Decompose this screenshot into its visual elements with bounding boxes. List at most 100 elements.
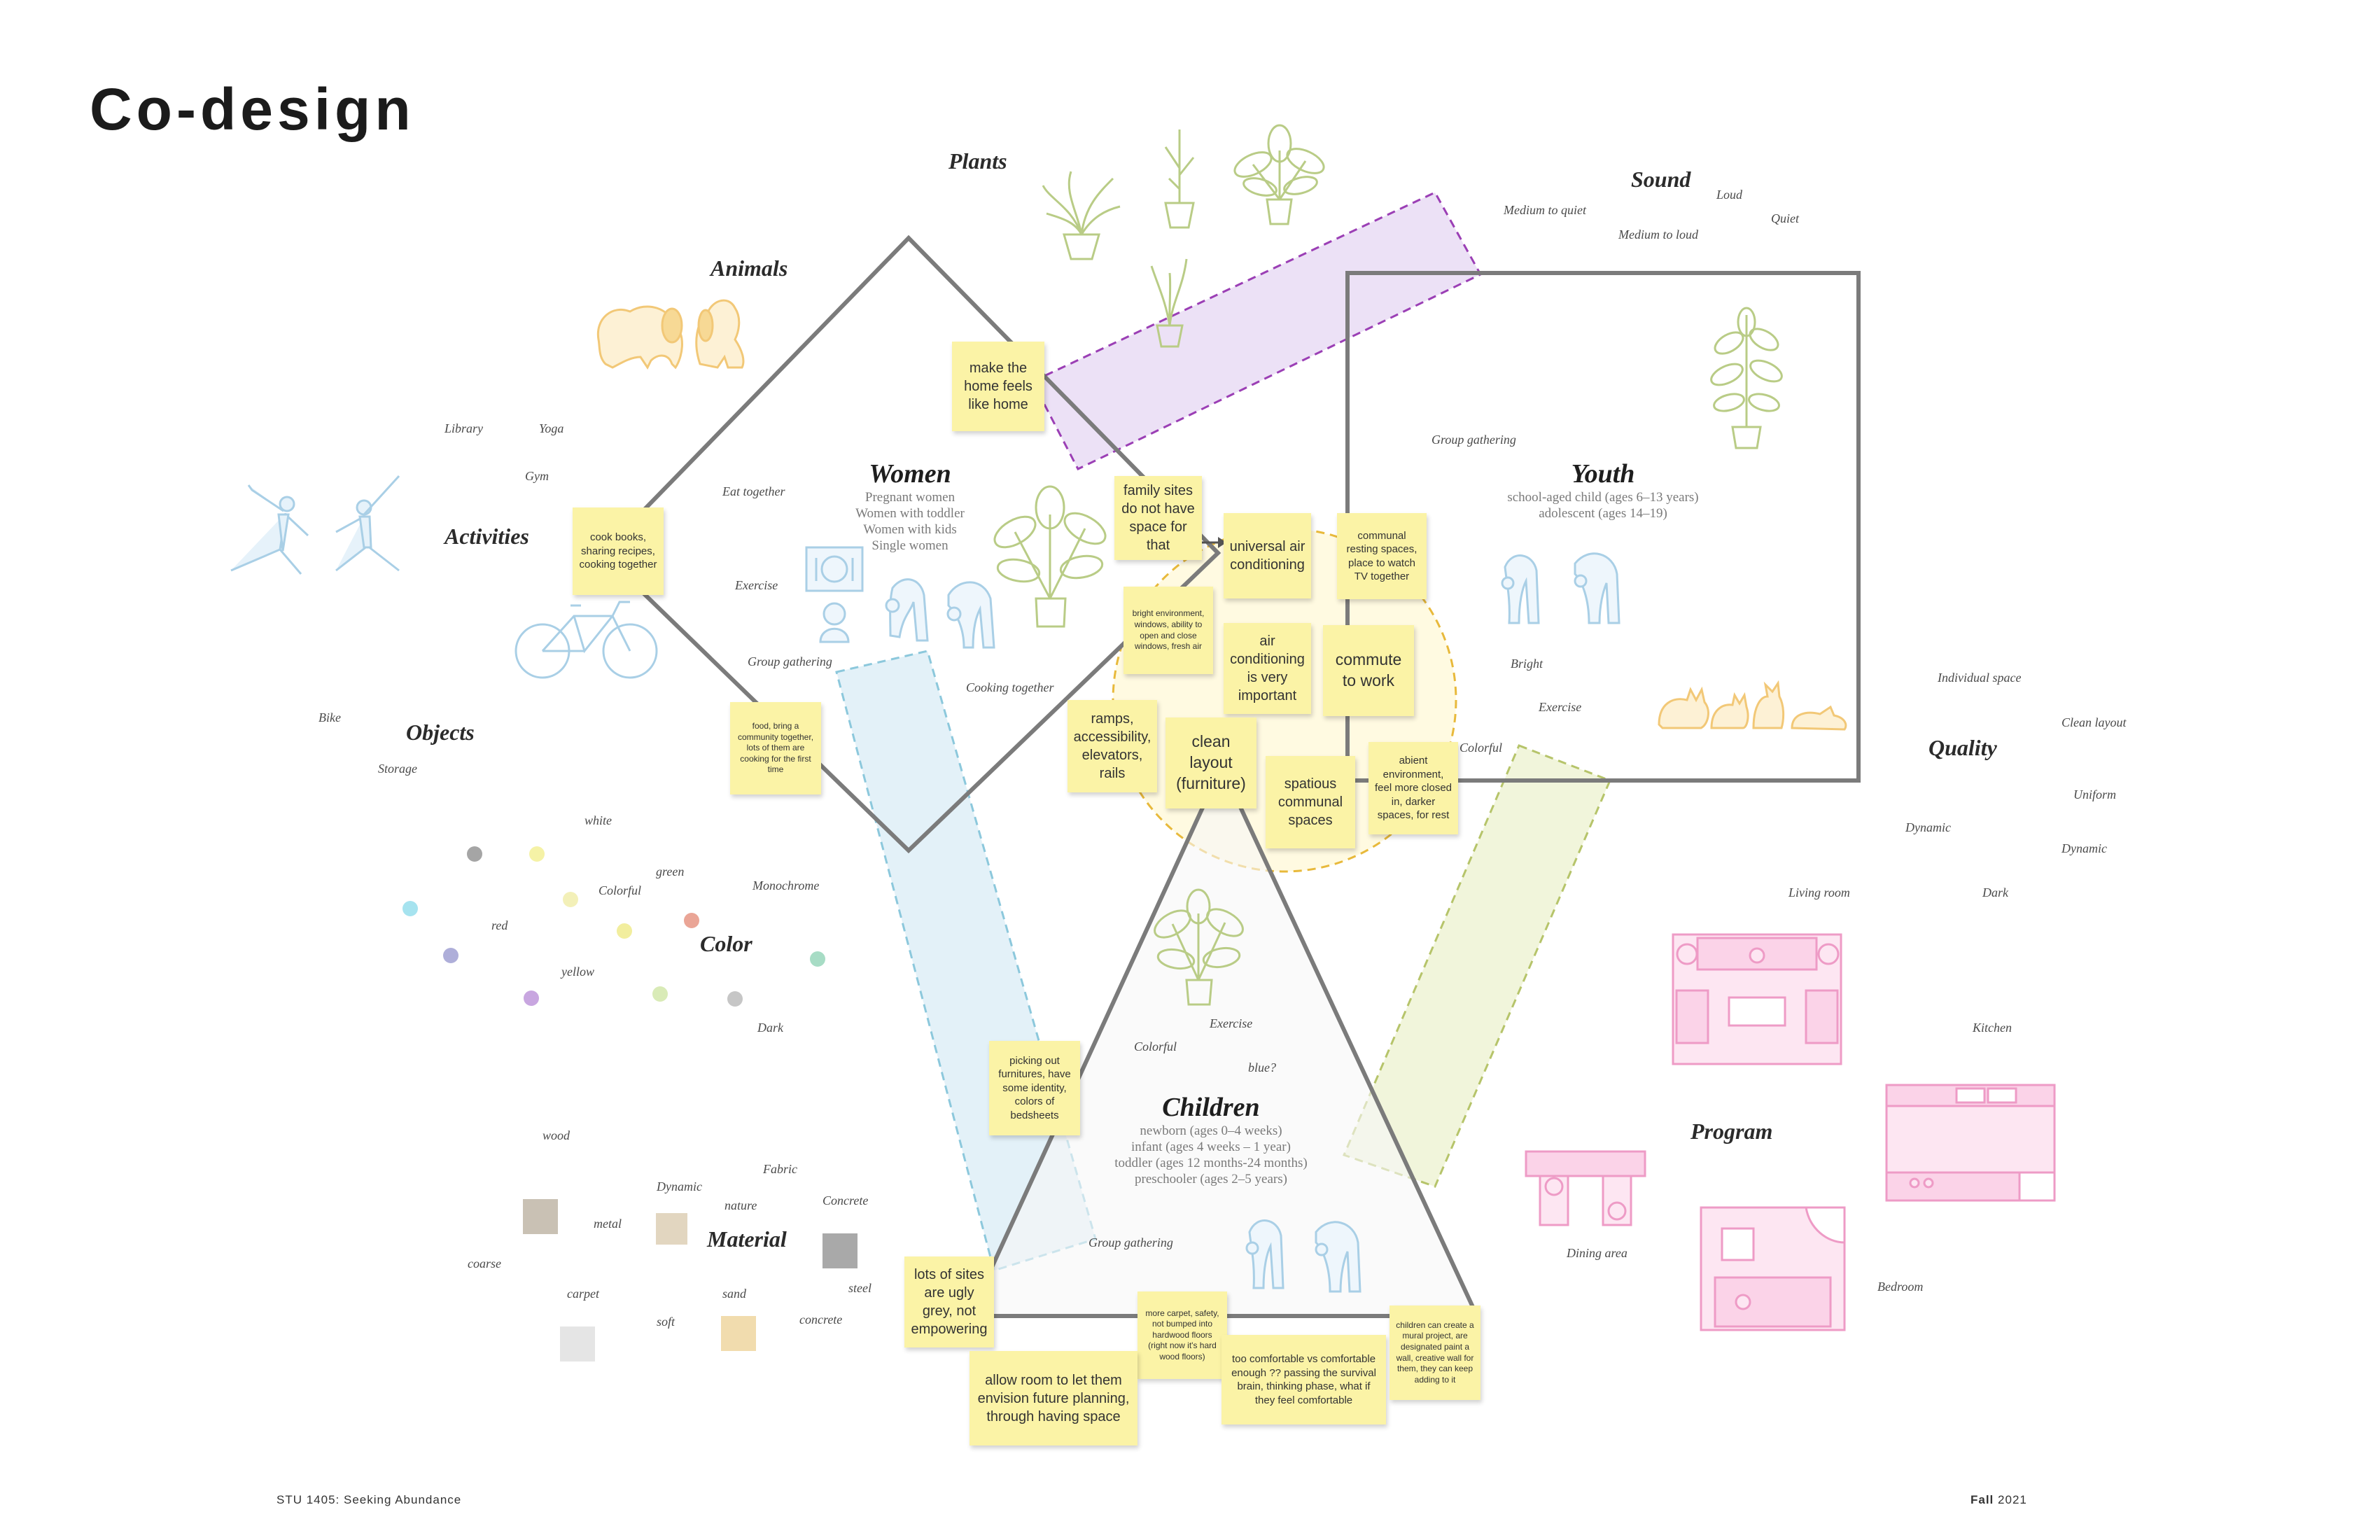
category-objects: Objects — [406, 720, 475, 745]
material-swatch-icon — [721, 1316, 756, 1351]
sticky-note: make the home feels like home — [952, 342, 1044, 431]
group-youth: Youth school-aged child (ages 6–13 years… — [1477, 458, 1729, 522]
label-steel: steel — [848, 1281, 872, 1295]
sticky-note: cook books, sharing recipes, cooking tog… — [573, 507, 664, 595]
plant-icon — [1164, 130, 1195, 229]
dog-icon — [596, 305, 683, 370]
dining-table-icon — [1525, 1150, 1646, 1226]
category-quality: Quality — [1928, 735, 1997, 760]
plant-icon — [1042, 171, 1121, 260]
label-youth-colorful: Colorful — [1460, 741, 1503, 755]
stretch-person-icon — [946, 581, 995, 649]
label-uniform: Uniform — [2073, 788, 2117, 802]
label-wood: wood — [542, 1128, 570, 1142]
category-program: Program — [1690, 1119, 1773, 1144]
sticky-note: family sites do not have space for that — [1114, 476, 1202, 560]
label-library: Library — [444, 421, 484, 435]
sticky-note: children can create a mural project, are… — [1390, 1306, 1480, 1400]
label-individual-space: Individual space — [1938, 671, 2022, 685]
category-plants: Plants — [948, 148, 1007, 174]
sticky-note: food, bring a community together, lots o… — [730, 702, 821, 794]
footer-term-season: Fall — [1970, 1493, 1994, 1506]
label-green: green — [656, 864, 685, 878]
label-sound-quiet: Quiet — [1771, 211, 1799, 225]
label-red: red — [491, 918, 508, 932]
footer-course: STU 1405: Seeking Abundance — [276, 1493, 462, 1506]
plant-icon — [1710, 307, 1783, 449]
group-youth-title: Youth — [1571, 459, 1635, 489]
color-swatches — [402, 846, 825, 1007]
stretch-person-icon — [1245, 1219, 1284, 1289]
group-women: Women Pregnant women Women with toddler … — [798, 458, 1022, 554]
label-gym: Gym — [525, 469, 549, 483]
group-women-line: Women with kids — [863, 522, 957, 537]
stretch-person-icon — [885, 578, 929, 642]
material-swatch-icon — [560, 1326, 595, 1362]
plant-icon — [1233, 124, 1325, 225]
label-dynamic: Dynamic — [1905, 820, 1951, 834]
sticky-note: air conditioning is very important — [1224, 623, 1311, 714]
category-material: Material — [707, 1226, 787, 1252]
sticky-note: universal air conditioning — [1224, 513, 1311, 598]
label-dark: Dark — [757, 1021, 783, 1035]
label-concrete: Concrete — [822, 1194, 869, 1208]
label-storage: Storage — [378, 762, 417, 776]
group-children-line: toddler (ages 12 months-24 months) — [1114, 1156, 1308, 1170]
group-youth-line: adolescent (ages 14–19) — [1539, 506, 1667, 521]
stretch-person-icon — [1501, 554, 1540, 624]
group-children-line: preschooler (ages 2–5 years) — [1135, 1172, 1287, 1186]
dog-icon — [695, 299, 745, 369]
label-kitchen: Kitchen — [1973, 1021, 2012, 1035]
label-sound-loud: Loud — [1716, 188, 1743, 202]
label-fabric: Fabric — [763, 1162, 797, 1176]
group-women-title: Women — [869, 459, 951, 489]
cat-icon — [1658, 686, 1709, 729]
group-children: Children newborn (ages 0–4 weeks) infant… — [1085, 1092, 1337, 1187]
label-exercise: Exercise — [735, 578, 778, 592]
label-yoga: Yoga — [539, 421, 564, 435]
plant-icon — [993, 485, 1107, 628]
stretch-person-icon — [1315, 1221, 1362, 1293]
material-swatch-icon — [656, 1213, 687, 1245]
sticky-note: commute to work — [1323, 625, 1414, 716]
group-women-line: Pregnant women — [864, 490, 955, 505]
sticky-note: abient environment, feel more closed in,… — [1368, 742, 1458, 834]
label-living-room: Living room — [1788, 886, 1850, 899]
label-nature: nature — [724, 1198, 757, 1212]
group-children-line: infant (ages 4 weeks – 1 year) — [1131, 1140, 1291, 1154]
group-women-line: Single women — [872, 538, 948, 553]
sticky-note: spatious communal spaces — [1266, 756, 1355, 848]
stretch-person-icon — [1574, 552, 1620, 624]
label-sand: sand — [722, 1287, 747, 1301]
yoga-person-icon — [230, 484, 309, 575]
green-band — [1342, 744, 1611, 1188]
label-children-colorful: Colorful — [1134, 1040, 1177, 1054]
cat-icon — [1752, 680, 1785, 729]
label-material-dynamic: Dynamic — [657, 1180, 702, 1194]
category-color: Color — [700, 931, 752, 956]
label-bike: Bike — [318, 710, 341, 724]
women-diamond — [598, 234, 1222, 854]
plant-icon — [1150, 258, 1188, 348]
label-children-exercise: Exercise — [1210, 1016, 1253, 1030]
bike-icon — [514, 601, 658, 679]
label-cooking-together: Cooking together — [966, 680, 1054, 694]
label-youth-bright: Bright — [1511, 657, 1544, 671]
bed-icon — [1700, 1206, 1846, 1331]
label-group-gathering: Group gathering — [748, 654, 832, 668]
label-sound-medium-loud: Medium to loud — [1618, 227, 1698, 241]
label-soft: soft — [657, 1315, 676, 1329]
material-swatch-icon — [822, 1233, 858, 1268]
label-dining-area: Dining area — [1567, 1246, 1628, 1260]
cat-icon — [1710, 692, 1749, 729]
sticky-note: communal resting spaces, place to watch … — [1337, 513, 1427, 599]
label-concrete: concrete — [799, 1312, 843, 1326]
page-title: Co-design — [90, 76, 415, 142]
sticky-note: picking out furnitures, have some identi… — [989, 1041, 1080, 1135]
footer-term: Fall 2021 — [1970, 1493, 2027, 1507]
kitchen-icon — [1885, 1084, 2056, 1202]
label-yellow: yellow — [561, 965, 594, 979]
label-metal: metal — [594, 1217, 622, 1231]
plant-icon — [1154, 888, 1244, 1006]
sticky-note: lots of sites are ugly grey, not empower… — [904, 1256, 994, 1348]
